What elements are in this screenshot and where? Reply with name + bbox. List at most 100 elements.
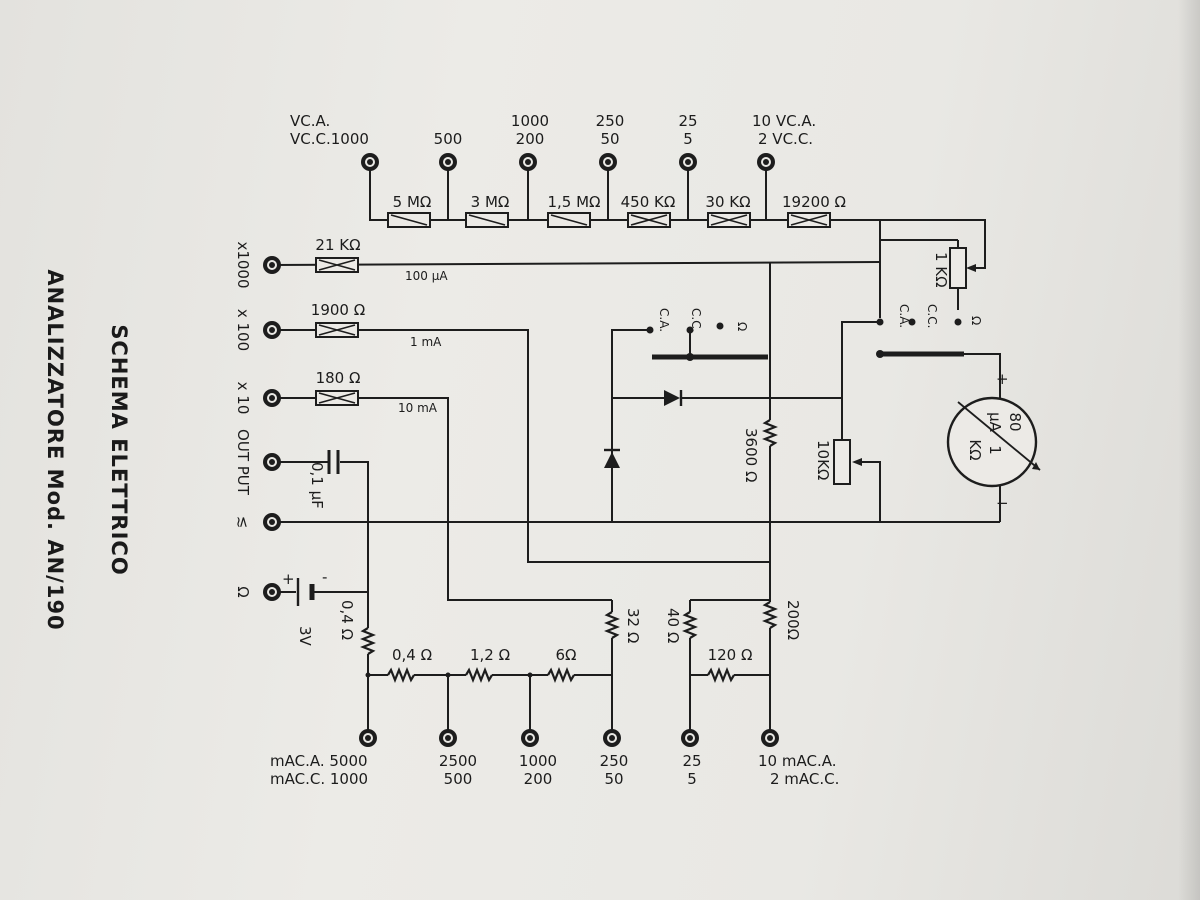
label-10k: 10KΩ — [814, 440, 832, 480]
switch1-ca: C.A. — [657, 308, 671, 332]
terminal-x10[interactable] — [263, 389, 281, 407]
materm-label-top-4: 25 — [682, 752, 701, 770]
vterm-label-bottom-2: 200 — [516, 130, 545, 148]
resistor-30k — [707, 212, 751, 228]
current-shunt-ladder: 0,4 Ω 0,4 Ω 1,2 Ω 6Ω 32 Ω 40 Ω 120 Ω — [338, 562, 802, 738]
rectifier-section: 3600 Ω Ω C.C. C.A. — [604, 262, 842, 562]
battery-voltage: 3V — [296, 626, 314, 647]
materm-label-top-1: 2500 — [439, 752, 477, 770]
resistor-19200 — [787, 212, 831, 228]
vterm-label-top-2: 1000 — [511, 112, 549, 130]
switch2-cc: C.C. — [925, 304, 939, 328]
label-450k: 450 KΩ — [621, 193, 676, 211]
switch2-omega: Ω — [969, 316, 983, 325]
switch1-omega: Ω — [735, 322, 749, 331]
label-ladder-0: 0,4 Ω — [338, 600, 356, 640]
lterm-label-4: ≲ — [234, 516, 252, 529]
terminal-ma10[interactable] — [761, 729, 779, 747]
resistor-200 — [763, 600, 777, 630]
label-ladder-3: 6Ω — [555, 646, 576, 664]
title-block: SCHEMA ELETTRICO ANALIZZATORE Mod. AN/19… — [43, 269, 131, 630]
meter-line1: 80 — [1006, 412, 1024, 431]
terminal-ma1000[interactable] — [521, 729, 539, 747]
lterm-label-2: x 10 — [234, 382, 252, 415]
label-1ma: 1 mA — [410, 335, 442, 349]
resistor-ladder-6 — [546, 668, 576, 682]
meter-line4: KΩ — [966, 439, 984, 460]
switch1-cc: C.C. — [689, 308, 703, 332]
terminal-ma5000[interactable] — [359, 729, 377, 747]
battery-minus: - — [322, 568, 327, 586]
resistor-450k — [627, 212, 671, 228]
lterm-label-0: x1000 — [234, 241, 252, 288]
terminal-v200[interactable] — [519, 153, 537, 171]
voltage-divider: 5 MΩ 3 MΩ 1,5 MΩ 450 KΩ 30 KΩ 19200 Ω — [369, 162, 986, 269]
label-21k: 21 KΩ — [315, 236, 360, 254]
meter-plus: + — [996, 370, 1009, 388]
label-10ma: 10 mA — [398, 401, 438, 415]
terminal-ohm[interactable] — [263, 583, 281, 601]
resistor-40 — [683, 610, 697, 640]
materm-label-bottom-4: 5 — [687, 770, 697, 788]
terminal-v2[interactable] — [757, 153, 775, 171]
label-5m: 5 MΩ — [393, 193, 432, 211]
resistor-1-5m — [547, 212, 591, 228]
materm-label-bottom-3: 50 — [604, 770, 623, 788]
resistor-ladder-0-4-vertical — [361, 626, 375, 656]
resistor-3m — [465, 212, 509, 228]
label-3m: 3 MΩ — [471, 193, 510, 211]
meter-section: 1 KΩ Ω C.C. C.A. 10KΩ 80 μA 1 KΩ + − — [814, 220, 1041, 522]
terminal-common[interactable] — [263, 513, 281, 531]
resistor-ladder-1-2 — [464, 668, 494, 682]
terminal-v1000[interactable] — [361, 153, 379, 171]
terminal-ma2500[interactable] — [439, 729, 457, 747]
meter-line2: μA — [986, 412, 1004, 433]
resistor-120 — [706, 668, 736, 682]
lterm-label-3: OUT PUT — [234, 429, 252, 496]
vterm-label-top-5: 10 VC.A. — [752, 112, 816, 130]
terminal-x100[interactable] — [263, 321, 281, 339]
label-capacitor: 0,1 μF — [308, 462, 326, 509]
vterm-label-bottom-3: 50 — [600, 130, 619, 148]
terminal-output[interactable] — [263, 453, 281, 471]
vterm-label-bottom-0: VC.C.1000 — [290, 130, 369, 148]
terminal-v50[interactable] — [599, 153, 617, 171]
resistor-21k — [315, 257, 359, 273]
meter-icon — [946, 396, 1038, 488]
label-180: 180 Ω — [316, 369, 361, 387]
terminal-ma250[interactable] — [603, 729, 621, 747]
lterm-label-5: Ω — [234, 586, 252, 597]
label-ladder-4: 32 Ω — [624, 608, 642, 643]
terminal-v5[interactable] — [679, 153, 697, 171]
lterm-label-1: x 100 — [234, 309, 252, 351]
materm-label-bottom-5: 2 mAC.C. — [770, 770, 839, 788]
label-19200: 19200 Ω — [782, 193, 846, 211]
label-ladder-1: 0,4 Ω — [392, 646, 432, 664]
resistor-3600 — [763, 418, 777, 448]
terminal-ma25[interactable] — [681, 729, 699, 747]
terminal-x1000[interactable] — [263, 256, 281, 274]
materm-label-top-3: 250 — [600, 752, 629, 770]
terminal-v500[interactable] — [439, 153, 457, 171]
resistor-5m — [387, 212, 431, 228]
label-1k: 1 KΩ — [932, 252, 950, 288]
switch2-ca: C.A. — [897, 304, 911, 328]
resistor-ladder-0-4 — [386, 668, 416, 682]
materm-label-top-2: 1000 — [519, 752, 557, 770]
left-section: 21 KΩ 100 μA 1900 Ω 1 mA 180 Ω 10 mA 0,1… — [234, 236, 1000, 647]
vterm-label-top-0: VC.A. — [290, 112, 330, 130]
title-line2: ANALIZZATORE Mod. AN/190 — [43, 269, 67, 630]
vterm-label-bottom-4: 5 — [683, 130, 693, 148]
meter-minus: − — [996, 494, 1009, 512]
current-terminals: mAC.A. 5000 mAC.C. 1000 2500 500 1000 20… — [270, 729, 839, 788]
vterm-label-bottom-1: 500 — [434, 130, 463, 148]
label-ladder-6: 120 Ω — [708, 646, 753, 664]
materm-label-bottom-0: mAC.C. 1000 — [270, 770, 368, 788]
materm-label-bottom-1: 500 — [444, 770, 473, 788]
label-1900: 1900 Ω — [311, 301, 365, 319]
resistor-180 — [315, 390, 359, 406]
label-1-5m: 1,5 MΩ — [547, 193, 600, 211]
resistor-32 — [605, 610, 619, 640]
